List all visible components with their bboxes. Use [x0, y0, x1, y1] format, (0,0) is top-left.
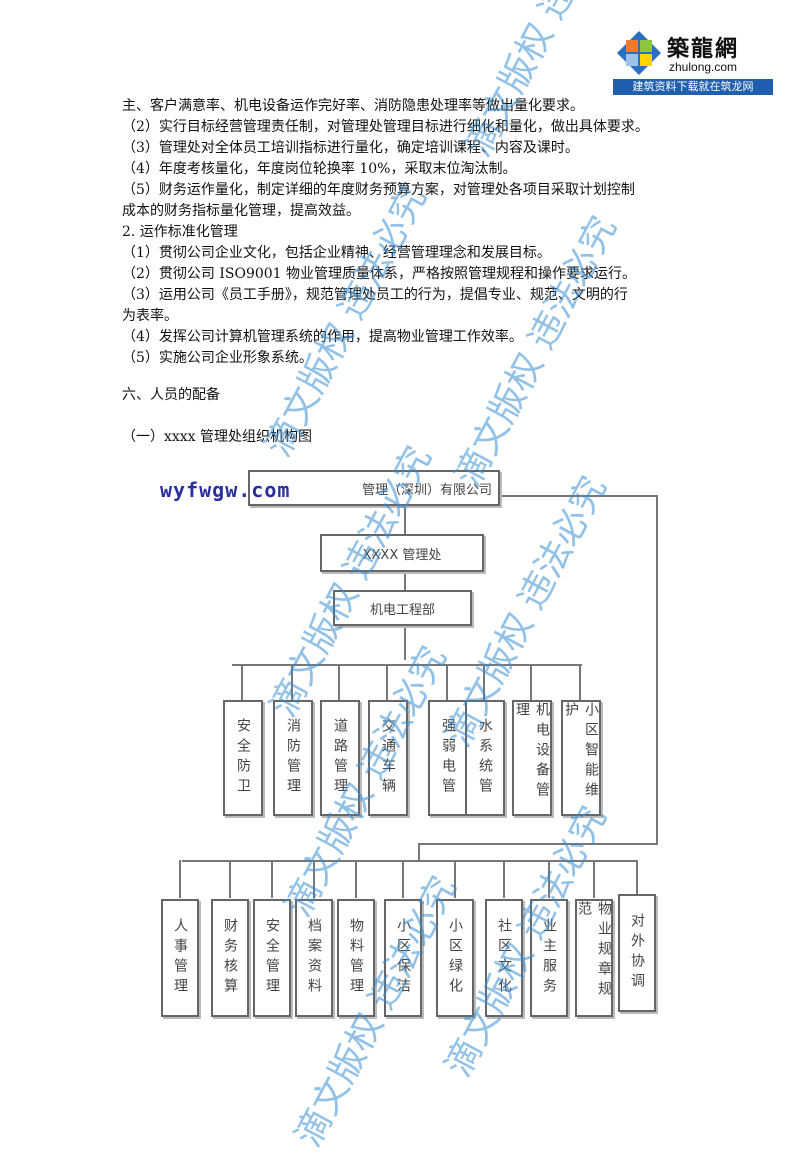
org-unit-bottom: 物料管理 [337, 899, 375, 1017]
zhulong-logo: 築龍網 zhulong.com 建筑资料下载就在筑龙网 [613, 27, 773, 95]
body-line: 主、客户满意率、机电设备运作完好率、消防隐患处理率等做出量化要求。 [122, 98, 584, 114]
connector-line [232, 664, 582, 666]
connector-line [530, 664, 532, 700]
org-unit-middle: 水系统管 [465, 700, 505, 816]
org-unit-middle: 消防管理 [273, 700, 313, 816]
connector-line [404, 506, 406, 660]
connector-line [418, 843, 420, 860]
body-line: （1）贯彻公司企业文化，包括企业精神、经营管理理念和发展目标。 [122, 245, 551, 261]
connector-line [338, 664, 340, 700]
logo-diamond-icon [617, 31, 661, 75]
org-unit-bottom: 安全管理 [253, 899, 291, 1017]
body-line: （4）年度考核量化，年度岗位轮换率 10%，采取末位淘汰制。 [122, 161, 517, 177]
connector-line [402, 860, 404, 898]
connector-line [656, 495, 658, 844]
logo-domain: zhulong.com [669, 60, 738, 74]
connector-line [454, 860, 456, 898]
connector-line [313, 860, 315, 898]
connector-line [593, 860, 595, 898]
org-unit-middle: 小区智能维护 [561, 700, 601, 816]
org-box-company-label: 管理（深圳）有限公司 [361, 482, 492, 498]
org-unit-bottom: 人事管理 [161, 899, 199, 1017]
org-unit-middle: 安全防卫 [223, 700, 263, 816]
org-unit-bottom: 档案资料 [295, 899, 333, 1017]
connector-line [503, 860, 505, 898]
org-box-management-office: XXXX 管理处 [320, 534, 484, 572]
connector-line [548, 860, 550, 898]
connector-line [182, 860, 638, 862]
org-unit-middle: 交通车辆 [368, 700, 408, 816]
logo-name: 築龍網 [667, 36, 740, 62]
connector-line [446, 664, 448, 700]
connector-line [291, 664, 293, 700]
connector-line [636, 860, 638, 898]
body-line: （4）发挥公司计算机管理系统的作用，提高物业管理工作效率。 [122, 329, 523, 345]
org-chart: wyfwgw.com 管理（深圳）有限公司 XXXX 管理处 机电工程部 安全防… [160, 470, 658, 1017]
body-line: （5）实施公司企业形象系统。 [122, 350, 313, 366]
org-unit-bottom: 业主服务 [530, 899, 568, 1017]
connector-line [386, 664, 388, 700]
org-unit-bottom: 物业规章规范 [575, 899, 613, 1017]
org-unit-bottom: 小区绿化 [436, 899, 474, 1017]
connector-line [500, 495, 657, 497]
org-unit-middle: 机电设备管理 [512, 700, 552, 816]
logo-slogan: 建筑资料下载就在筑龙网 [613, 79, 773, 95]
connector-line [271, 860, 273, 898]
org-box-company: 管理（深圳）有限公司 [248, 470, 500, 506]
section-title: 六、人员的配备 [122, 387, 220, 403]
body-line: （3）管理处对全体员工培训指标进行量化，确定培训课程、内容及课时。 [122, 140, 579, 156]
body-line: （2）贯彻公司 ISO9001 物业管理质量体系，严格按照管理规程和操作要求运行… [122, 266, 637, 282]
org-unit-bottom: 财务核算 [211, 899, 249, 1017]
body-line: 为表率。 [122, 308, 178, 324]
connector-line [483, 664, 485, 700]
connector-line [418, 843, 658, 845]
connector-line [579, 664, 581, 700]
body-line: 成本的财务指标量化管理，提高效益。 [122, 203, 360, 219]
org-unit-bottom: 小区保洁 [384, 899, 422, 1017]
connector-line [355, 860, 357, 898]
body-line: 2. 运作标准化管理 [122, 224, 238, 240]
body-line: （3）运用公司《员工手册》，规范管理处员工的行为，提倡专业、规范、文明的行 [122, 287, 628, 303]
org-unit-middle: 强弱电管 [428, 700, 468, 816]
site-label: wyfwgw.com [160, 478, 291, 502]
body-line: （2）实行目标经营管理责任制，对管理处管理目标进行细化和量化，做出具体要求。 [122, 119, 649, 135]
body-line: （5）财务运作量化，制定详细的年度财务预算方案，对管理处各项目采取计划控制 [122, 182, 635, 198]
connector-line [229, 860, 231, 898]
connector-line [179, 860, 181, 898]
org-unit-bottom: 对外协调 [618, 894, 656, 1012]
subsection-title: （一）xxxx 管理处组织机构图 [122, 429, 313, 445]
org-box-engineering-dept: 机电工程部 [333, 590, 472, 626]
connector-line [241, 664, 243, 700]
org-unit-bottom: 社区文化 [485, 899, 523, 1017]
org-unit-middle: 道路管理 [320, 700, 360, 816]
